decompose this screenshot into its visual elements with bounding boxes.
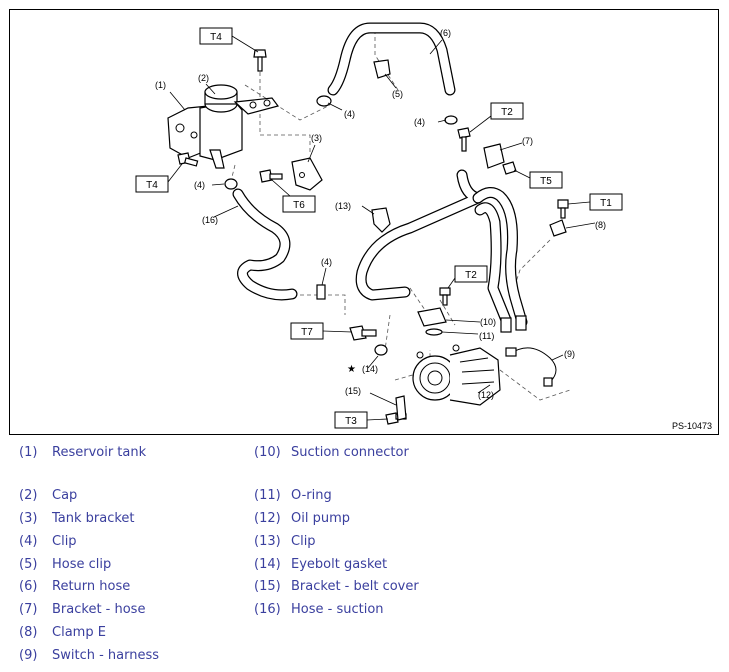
part-label: (4) <box>414 117 425 127</box>
legend-part-name: Clamp E <box>52 625 106 640</box>
torque-label: T2 <box>501 107 513 118</box>
legend-number: (11) <box>254 488 281 503</box>
legend-part-name: Bracket - hose <box>52 602 146 617</box>
part-leaders <box>169 39 596 406</box>
part-label: (5) <box>392 89 403 99</box>
hose-drawings <box>232 22 557 387</box>
reservoir-tank-drawing <box>167 84 280 169</box>
part-label: (10) <box>480 317 496 327</box>
torque-label: T7 <box>301 327 313 338</box>
legend-part-name: Cap <box>52 488 78 503</box>
part-label: (7) <box>522 136 533 146</box>
legend-number: (12) <box>254 511 281 526</box>
legend-part-name: Clip <box>52 534 77 549</box>
legend-number: (2) <box>19 488 38 503</box>
part-label: (4) <box>194 180 205 190</box>
legend-part-name: Hose clip <box>52 557 112 572</box>
legend-number: (13) <box>254 534 281 549</box>
part-label: (14) <box>362 364 378 374</box>
legend-number: (16) <box>254 602 281 617</box>
legend-part-name: Return hose <box>52 579 131 594</box>
legend-part-name: Switch - harness <box>52 648 160 663</box>
legend-part-name: O-ring <box>291 488 332 503</box>
torque-label: T4 <box>210 32 222 43</box>
diagram-canvas: T4 T4 T2 T2 T5 T1 T6 <box>135 22 623 429</box>
legend-part-name: Reservoir tank <box>52 445 147 460</box>
part-label: (8) <box>595 220 606 230</box>
torque-callout-T2-lower: T2 <box>447 265 488 289</box>
legend-number: (1) <box>19 445 38 460</box>
part-label: (12) <box>478 390 494 400</box>
torque-label: T1 <box>600 198 612 209</box>
legend-part-name: Bracket - belt cover <box>291 579 419 594</box>
torque-callout-T3: T3 <box>334 411 389 429</box>
part-labels: (1) (2) (3) (4) (4) (4) (4) (5) (6) (7) … <box>155 28 606 400</box>
torque-label: T3 <box>345 416 357 427</box>
legend-part-name: Tank bracket <box>52 511 135 526</box>
legend-number: (3) <box>19 511 38 526</box>
part-label: (15) <box>345 386 361 396</box>
legend-part-name: Hose - suction <box>291 602 384 617</box>
part-label: (4) <box>344 109 355 119</box>
torque-label: T4 <box>146 180 158 191</box>
legend-part-name: Oil pump <box>291 511 350 526</box>
torque-callout-T5: T5 <box>513 169 563 189</box>
legend-number: (4) <box>19 534 38 549</box>
part-label: (3) <box>311 133 322 143</box>
legend-part-name: Suction connector <box>291 445 409 460</box>
torque-callout-T7: T7 <box>290 322 353 340</box>
legend-number: (6) <box>19 579 38 594</box>
torque-callout-T6: T6 <box>271 179 316 213</box>
legend-number: (8) <box>19 625 38 640</box>
torque-callout-T2-top: T2 <box>469 102 524 133</box>
part-label: (1) <box>155 80 166 90</box>
torque-label: T2 <box>465 270 477 281</box>
bolt-drawings <box>177 49 569 425</box>
part-label: (6) <box>440 28 451 38</box>
legend-part-name: Clip <box>291 534 316 549</box>
figure-code: PS-10473 <box>671 421 712 431</box>
legend-number: (5) <box>19 557 38 572</box>
star-marker: ★ <box>347 364 356 375</box>
exploded-diagram: T4 T4 T2 T2 T5 T1 T6 <box>9 9 719 435</box>
part-label: (13) <box>335 201 351 211</box>
legend-number: (14) <box>254 557 281 572</box>
torque-label: T6 <box>293 200 305 211</box>
part-label: (16) <box>202 215 218 225</box>
legend-number: (7) <box>19 602 38 617</box>
torque-callout-T4-top: T4 <box>199 27 259 53</box>
part-label: (11) <box>479 331 494 341</box>
legend-number: (15) <box>254 579 281 594</box>
oil-pump-drawing <box>412 344 501 406</box>
part-label: (2) <box>198 73 209 83</box>
part-label: (4) <box>321 257 332 267</box>
small-parts <box>224 59 567 421</box>
legend-part-name: Eyebolt gasket <box>291 557 388 572</box>
torque-callout-T1: T1 <box>567 193 623 211</box>
dashed-leaders <box>229 30 571 401</box>
legend-number: (10) <box>254 445 281 460</box>
legend-number: (9) <box>19 648 38 663</box>
torque-label: T5 <box>540 176 552 187</box>
part-label: (9) <box>564 349 575 359</box>
torque-callout-T4-left: T4 <box>135 163 183 193</box>
